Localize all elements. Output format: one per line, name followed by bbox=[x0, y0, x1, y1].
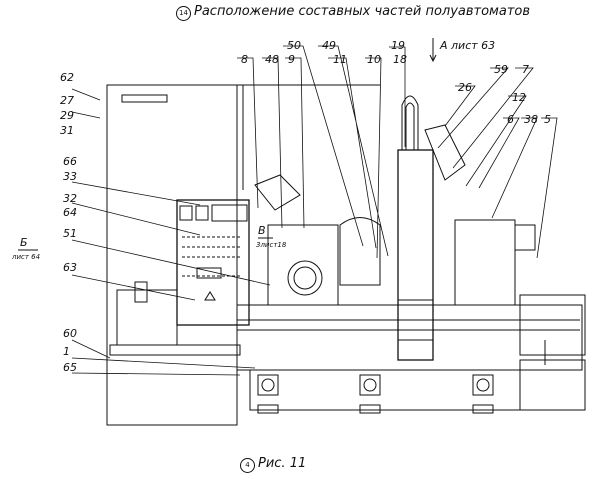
callout-29: 29 bbox=[60, 109, 74, 122]
callout-6: 6 bbox=[507, 113, 514, 126]
sheet-number-circle: 14 bbox=[176, 6, 191, 21]
callout-1: 1 bbox=[63, 345, 70, 358]
callout-49: 49 bbox=[322, 39, 336, 52]
callout-63: 63 bbox=[63, 261, 77, 274]
section-b-ref: лист 64 bbox=[12, 253, 41, 261]
callout-8: 8 bbox=[241, 53, 248, 66]
callout-51: 51 bbox=[63, 227, 77, 240]
callout-32: 32 bbox=[63, 192, 77, 205]
callout-65: 65 bbox=[63, 361, 77, 374]
callout-19: 19 bbox=[391, 39, 405, 52]
title-text: Расположение составных частей полуавтома… bbox=[194, 4, 531, 19]
callout-9: 9 bbox=[288, 53, 295, 66]
callout-59: 59 bbox=[494, 63, 508, 76]
view-v-ref: 3лист18 bbox=[256, 241, 287, 249]
callout-11: 11 bbox=[333, 53, 347, 66]
callout-66: 66 bbox=[63, 155, 77, 168]
section-b-letter: Б bbox=[20, 236, 28, 249]
vertical-column bbox=[397, 149, 434, 361]
callout-7: 7 bbox=[522, 63, 529, 76]
callout-12: 12 bbox=[512, 91, 526, 104]
callout-10: 10 bbox=[367, 53, 381, 66]
electrical-cabinet bbox=[106, 84, 238, 426]
callout-27: 27 bbox=[60, 94, 74, 107]
view-v-letter: В bbox=[258, 224, 266, 237]
caption-text: Рис. 11 bbox=[258, 456, 307, 471]
callout-64: 64 bbox=[63, 206, 77, 219]
callout-50: 50 bbox=[287, 39, 301, 52]
callout-5: 5 bbox=[544, 113, 551, 126]
control-panel bbox=[176, 199, 250, 326]
callout-38: 38 bbox=[524, 113, 538, 126]
callout-31: 31 bbox=[60, 124, 74, 137]
callout-48: 48 bbox=[265, 53, 279, 66]
callout-60: 60 bbox=[63, 327, 77, 340]
view-a-label: А лист 63 bbox=[440, 39, 496, 52]
callout-33: 33 bbox=[63, 170, 77, 183]
callout-18: 18 bbox=[393, 53, 407, 66]
callout-26: 26 bbox=[458, 81, 472, 94]
page-number-circle: 4 bbox=[240, 458, 255, 473]
callout-62: 62 bbox=[60, 71, 74, 84]
